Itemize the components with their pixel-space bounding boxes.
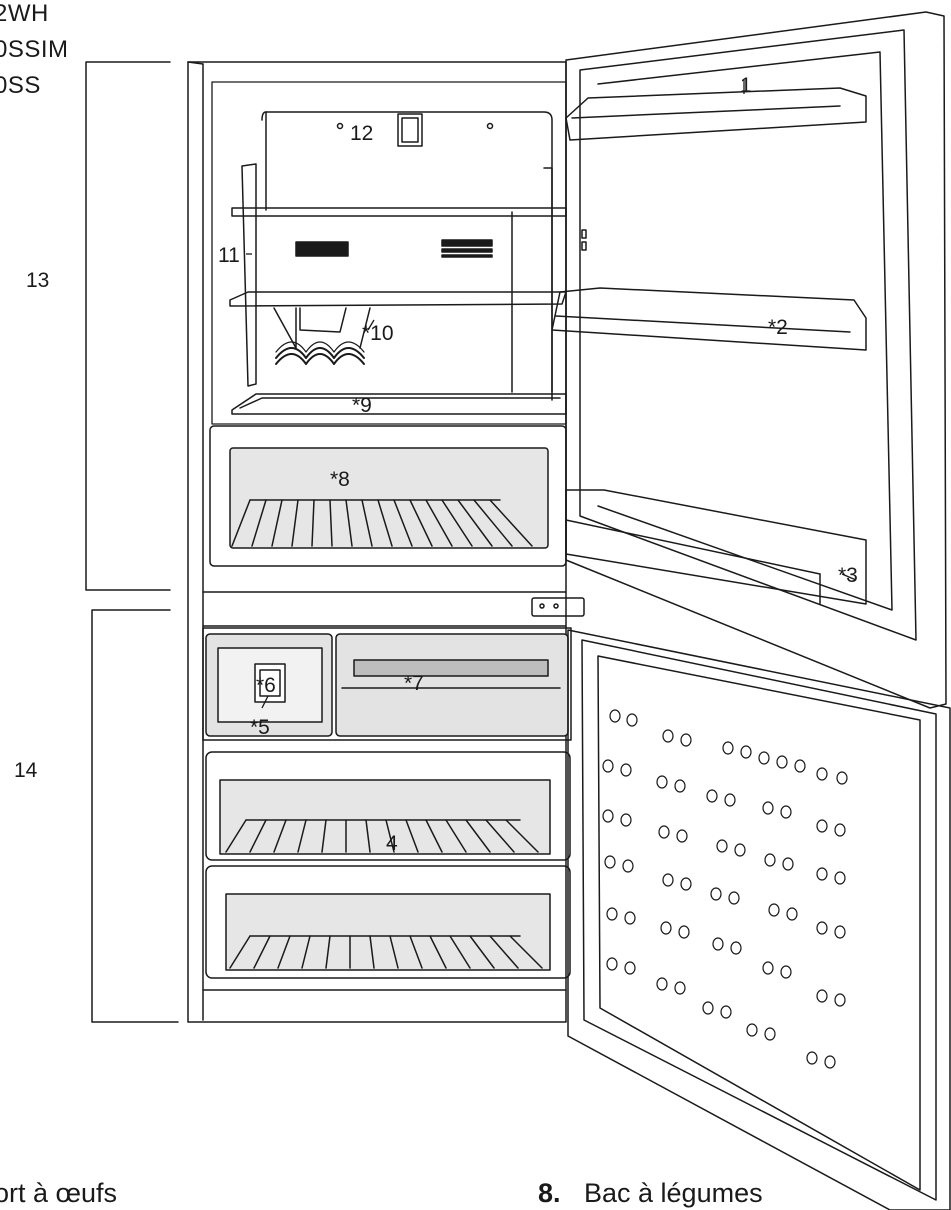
- legend-number: 8.: [538, 1178, 561, 1208]
- freezer-door-dimples: [602, 709, 848, 1069]
- door-shelf-1: [565, 87, 867, 141]
- glass-shelf-bottom: [231, 393, 567, 415]
- door-shelf-3: [565, 489, 867, 605]
- shelf-rail-left: [241, 163, 257, 387]
- freezer-drawer-lower: [205, 865, 571, 979]
- freezer-section-bracket: [91, 609, 179, 1023]
- glass-shelf-middle: [229, 291, 567, 307]
- freezer-upper-bay: [202, 627, 572, 741]
- section-label-freezer: 14: [14, 759, 38, 782]
- legend-item-egg-tray: ort à œufs: [0, 1178, 118, 1208]
- callout-1: 1: [740, 74, 752, 97]
- callout-9: *9: [352, 394, 372, 417]
- ice-bin: [335, 633, 569, 737]
- freezer-drawer-upper: [205, 751, 571, 861]
- thermostat-unit: [397, 113, 423, 147]
- callout-5: *5: [250, 716, 270, 739]
- callout-6: *6: [256, 674, 276, 697]
- callout-3: *3: [838, 564, 858, 587]
- model-code-1: 2WH: [0, 0, 49, 27]
- callout-8: *8: [330, 468, 350, 491]
- callout-12: 12: [350, 122, 373, 145]
- legend-item-8-text: Bac à légumes: [584, 1178, 763, 1208]
- callout-10: *10: [362, 322, 394, 345]
- model-code-2: 0SSIM: [0, 36, 69, 63]
- crisper-ridges: [231, 499, 533, 547]
- door-hinge: [531, 597, 585, 617]
- callout-4: 4: [386, 832, 398, 855]
- fridge-section-bracket: [85, 61, 171, 591]
- callout-11: 11: [218, 244, 240, 267]
- door-shelf-2: [551, 287, 867, 351]
- glass-shelf-top: [231, 207, 567, 217]
- freezer-door: [567, 629, 951, 1210]
- model-code-3: 0SS: [0, 72, 41, 99]
- fridge-compartment: [211, 81, 567, 425]
- legend-item-8-number: 8.: [538, 1180, 561, 1207]
- callout-7: *7: [404, 672, 424, 695]
- callout-2: *2: [768, 316, 788, 339]
- cabinet-outline: [187, 61, 567, 1023]
- fridge-door: [565, 11, 947, 709]
- shelf-rail-right: [543, 167, 553, 393]
- section-label-fridge: 13: [26, 269, 50, 292]
